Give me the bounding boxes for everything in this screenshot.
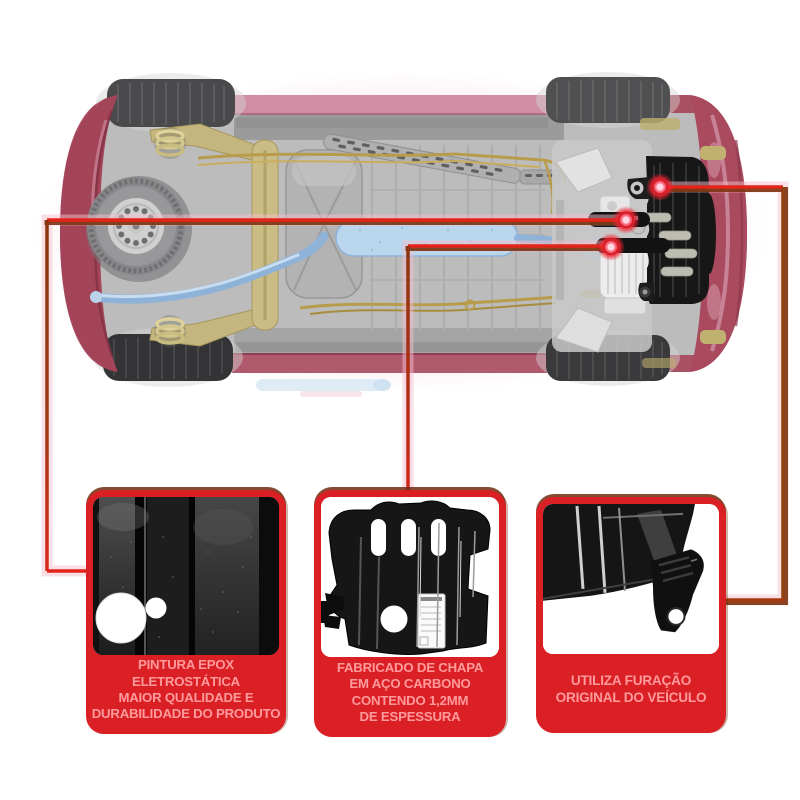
plate-silhouette — [328, 500, 491, 655]
epoxy-closeup-illustration — [93, 497, 279, 655]
wheel-top-right — [546, 77, 670, 123]
front-bumper — [690, 95, 747, 372]
caption-line: DURABILIDADE DO PRODUTO — [91, 706, 281, 722]
mounting-bracket-illustration — [543, 504, 719, 654]
left-flange-teeth — [321, 593, 345, 629]
callout-lines — [41, 181, 789, 606]
exhaust-tailpipe-detail — [256, 379, 391, 397]
spare-tire — [86, 176, 192, 282]
skid-plate-illustration — [321, 497, 499, 657]
panel-epoxy-caption: PINTURA EPOX ELETROSTÁTICA MAIOR QUALIDA… — [91, 655, 281, 727]
plate-slots — [640, 212, 698, 277]
caption-line: DE ESPESSURA — [359, 708, 461, 724]
caption-line: ELETROSTÁTICA — [131, 673, 241, 689]
mounting-tab-bottom — [638, 282, 654, 301]
callout-line-top — [660, 185, 785, 602]
plate-oval-slots — [371, 519, 446, 556]
marker-top — [646, 173, 674, 201]
skid-plate-full-photo — [321, 497, 499, 657]
product-label-sticker — [417, 593, 446, 649]
bracket-hole — [666, 607, 686, 626]
epoxy-coating-closeup-photo — [93, 497, 279, 655]
plate-hole-small — [145, 597, 167, 619]
panel-steel-plate: FABRICADO DE CHAPA EM AÇO CARBONO CONTEN… — [314, 490, 506, 737]
wheel-top-left — [107, 79, 235, 127]
plate-rib-highlights — [358, 522, 476, 650]
caption-line: ORIGINAL DO VEÍCULO — [555, 690, 707, 705]
wheels — [93, 72, 680, 387]
mounting-bracket-photo — [543, 504, 719, 654]
caption-line: FABRICADO DE CHAPA — [336, 659, 484, 675]
rear-axle-suspension — [149, 123, 279, 347]
marker-middle — [612, 206, 640, 234]
coil-spring-bottom — [154, 315, 186, 347]
panel-mounting: UTILIZA FURAÇÃO ORIGINAL DO VEÍCULO — [536, 497, 726, 733]
coil-spring-top — [154, 127, 186, 159]
panel-epoxy-paint: PINTURA EPOX ELETROSTÁTICA MAIOR QUALIDA… — [86, 490, 286, 734]
panel-steel-caption: FABRICADO DE CHAPA EM AÇO CARBONO CONTEN… — [321, 657, 499, 730]
caption-line: MAIOR QUALIDADE E — [118, 690, 254, 705]
plate-round-hole — [380, 605, 408, 633]
plate-hole-large — [95, 592, 147, 644]
heat-shield-rail — [323, 133, 561, 185]
caption-line: EM AÇO CARBONO — [349, 676, 471, 692]
caption-line: CONTENDO 1,2MM — [351, 692, 469, 708]
callout-markers — [597, 173, 674, 261]
panel-mounting-caption: UTILIZA FURAÇÃO ORIGINAL DO VEÍCULO — [543, 654, 719, 726]
callout-line-middle — [406, 244, 611, 496]
mounting-tab-top — [627, 177, 650, 199]
callout-line-left — [45, 218, 626, 573]
marker-bottom — [597, 233, 625, 261]
mounting-bracket — [651, 549, 704, 633]
caption-line: UTILIZA FURAÇÃO — [570, 673, 692, 688]
caption-line: PINTURA EPOX — [137, 657, 235, 673]
